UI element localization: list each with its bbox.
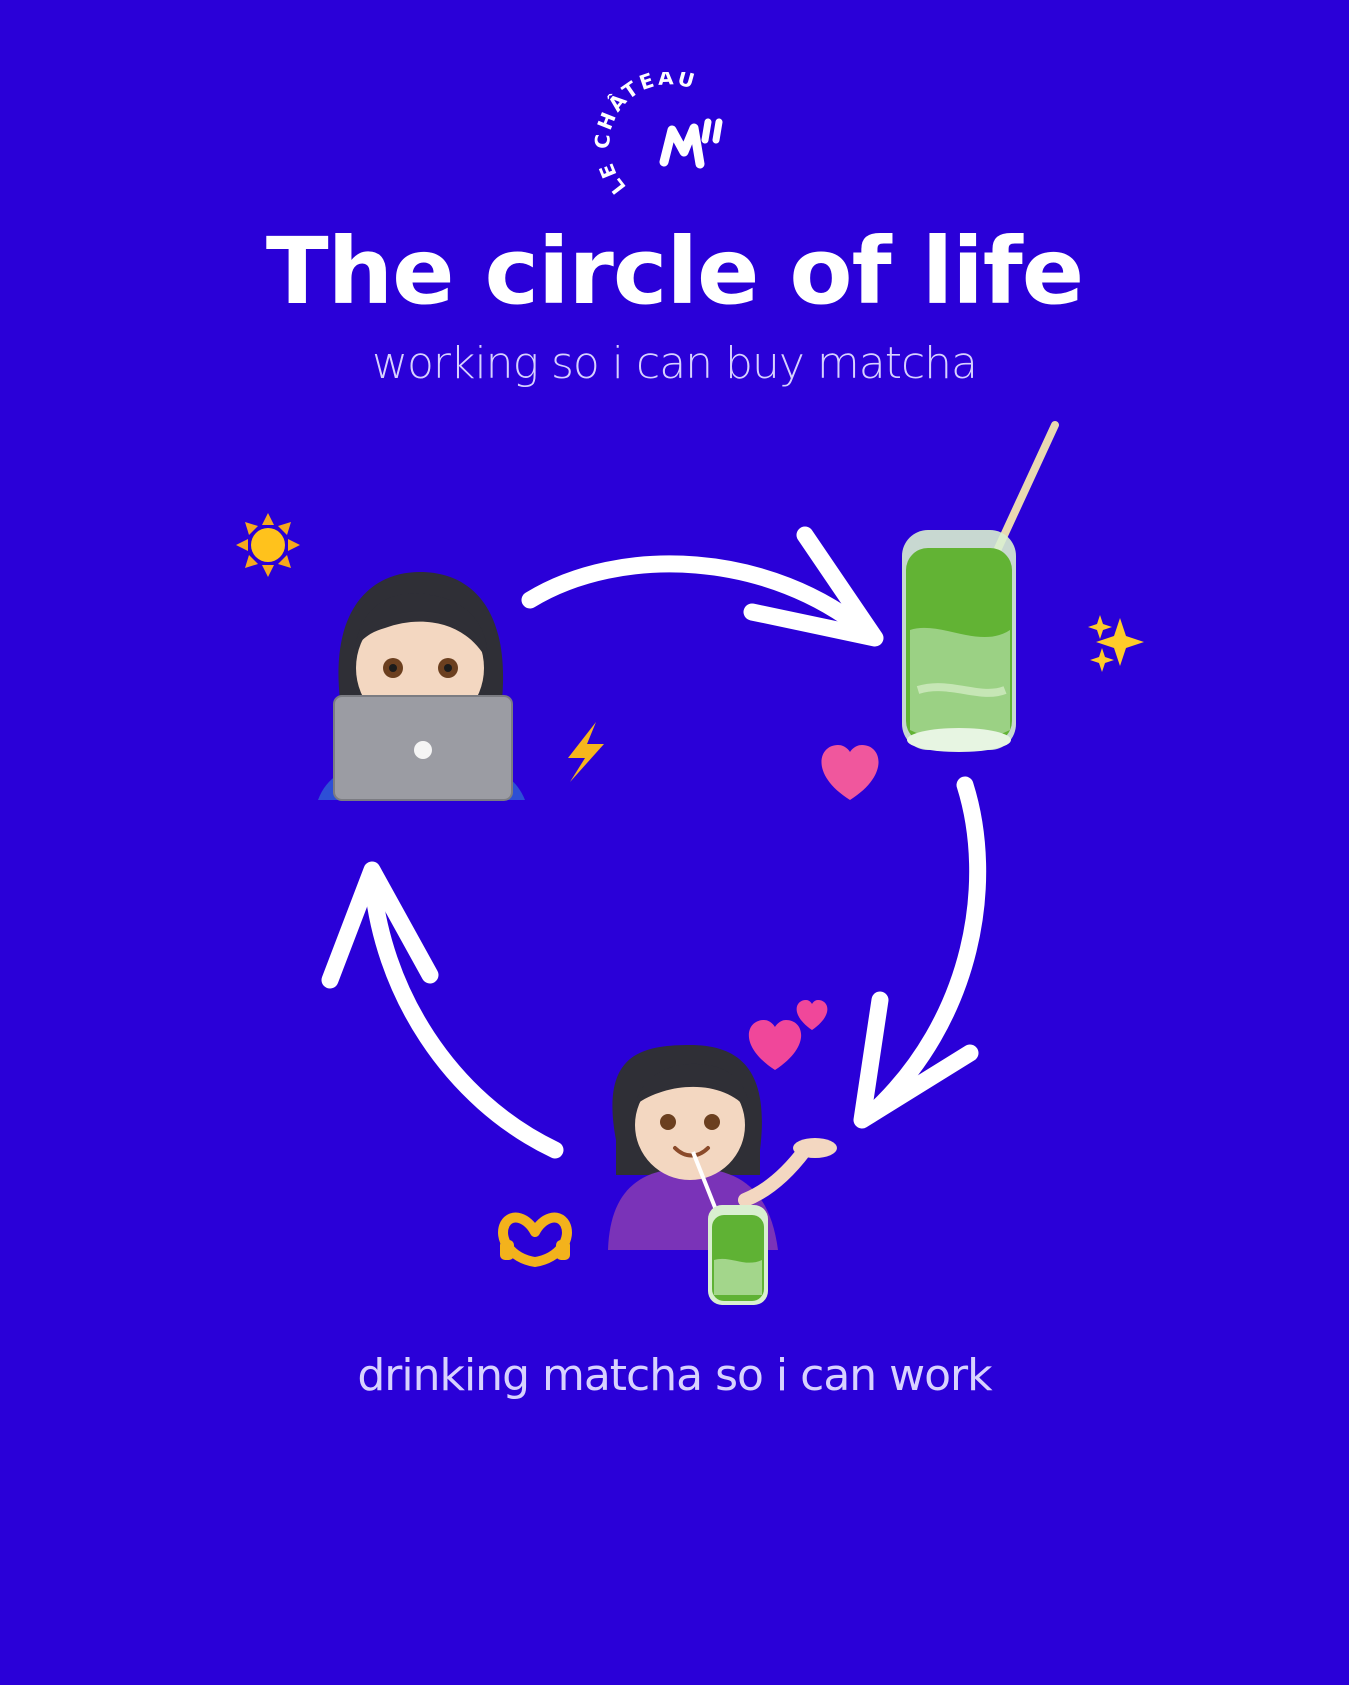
cycle-arrow-icon [862,785,978,1120]
heart-hands-icon [500,1218,570,1262]
page-caption: drinking matcha so i can work [0,1350,1349,1401]
cycle-arrow-icon [330,870,555,1150]
lightning-icon [568,722,604,782]
matcha-glass-icon [902,425,1055,752]
heart-icon [821,745,878,800]
woman-laptop-icon [318,572,525,800]
hearts-icon [749,1000,828,1070]
cycle-arrow-icon [530,535,875,638]
sparkles-icon [1088,615,1144,672]
woman-drinking-icon [608,1045,837,1305]
sun-icon [236,513,300,577]
apple-logo-icon [414,741,432,759]
